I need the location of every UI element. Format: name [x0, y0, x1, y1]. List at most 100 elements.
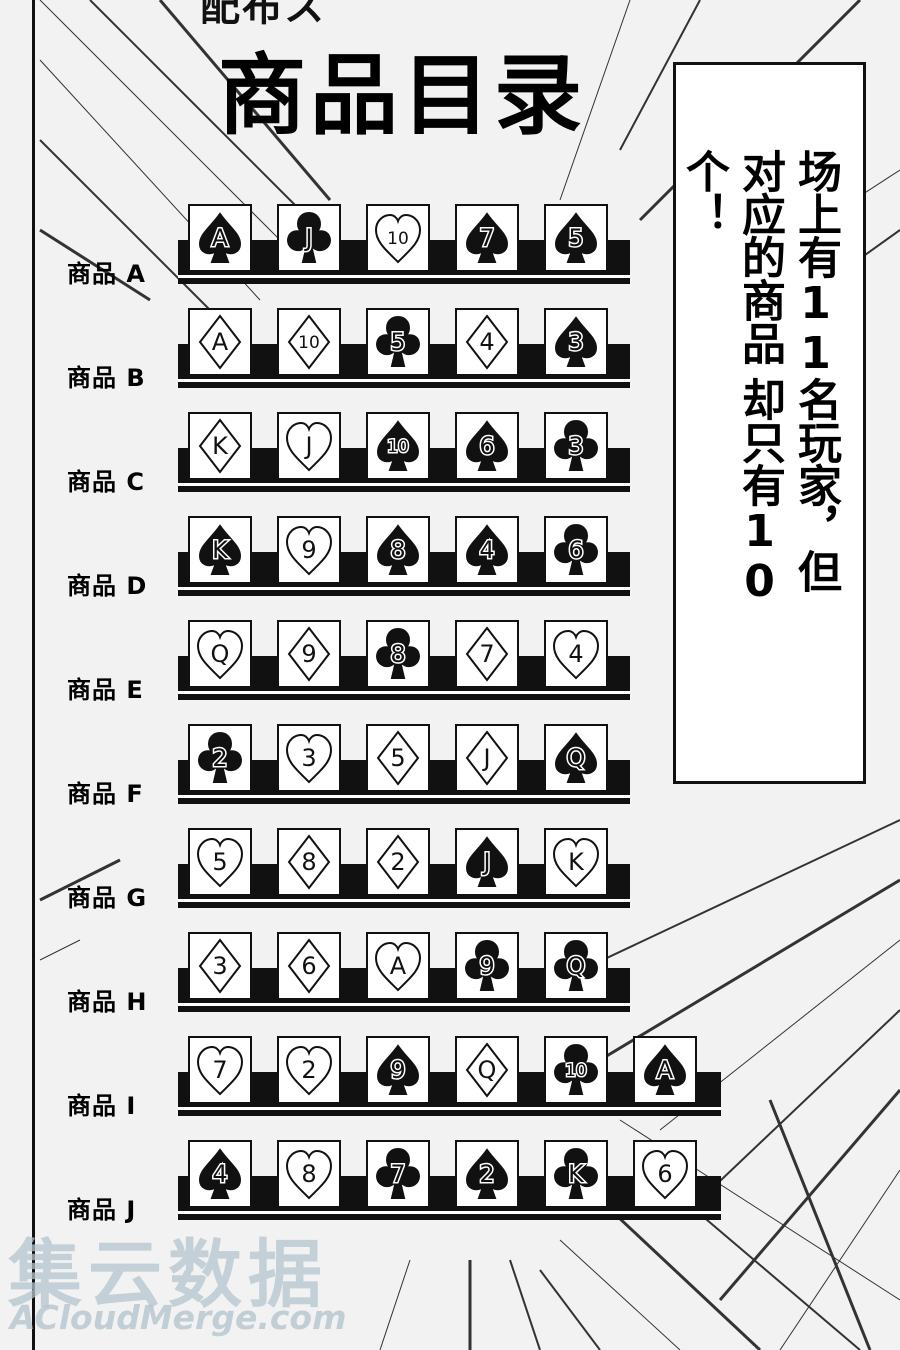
- diamond-icon: 6: [287, 938, 331, 994]
- product-label-e: 商品 E: [67, 676, 144, 704]
- spade-icon: 4: [198, 1148, 242, 1199]
- spade-icon: K: [198, 524, 242, 575]
- diamond-icon: 7: [465, 626, 509, 682]
- diamond-icon: 2: [376, 834, 420, 890]
- playing-card-spade-a: A: [188, 204, 252, 272]
- card-rank: K: [212, 432, 229, 460]
- playing-card-spade-7: 7: [455, 204, 519, 272]
- speed-line: [89, 0, 311, 221]
- callout-line-1: 场上有11: [790, 149, 841, 378]
- club-shape: [464, 939, 510, 991]
- heart-icon: 3: [285, 733, 333, 784]
- playing-card-diamond-5: 5: [366, 724, 430, 792]
- playing-card-spade-3: 3: [544, 308, 608, 376]
- rack-rim: [178, 899, 630, 902]
- heart-icon: J: [285, 421, 333, 472]
- diamond-icon: A: [198, 314, 242, 370]
- heart-icon: A: [374, 941, 422, 992]
- playing-card-heart-5: 5: [188, 828, 252, 896]
- card-rank: 3: [212, 952, 227, 980]
- card-rank: 4: [479, 536, 494, 564]
- spade-shape: [554, 316, 598, 367]
- product-label-j: 商品 J: [67, 1196, 137, 1224]
- club-icon: 2: [197, 731, 243, 783]
- card-rank: J: [303, 224, 312, 252]
- rack-rim: [178, 1107, 721, 1110]
- playing-card-club-6: 6: [544, 516, 608, 584]
- callout-line-4: 却只有10: [734, 377, 785, 606]
- card-rank: 2: [390, 848, 405, 876]
- diamond-icon: 9: [287, 626, 331, 682]
- playing-card-spade-4: 4: [188, 1140, 252, 1208]
- card-rank: J: [481, 744, 490, 772]
- spade-shape: [198, 212, 242, 263]
- spade-icon: J: [465, 836, 509, 887]
- club-icon: 7: [375, 1147, 421, 1199]
- diamond-shape: [287, 938, 331, 994]
- heart-icon: 10: [374, 213, 422, 264]
- card-rank: 6: [568, 536, 583, 564]
- card-rank: 2: [212, 744, 227, 772]
- spade-icon: 4: [465, 524, 509, 575]
- spade-shape: [554, 732, 598, 783]
- card-rank: A: [390, 952, 407, 980]
- card-rank: 9: [390, 1056, 405, 1084]
- diamond-icon: 3: [198, 938, 242, 994]
- diamond-shape: [465, 626, 509, 682]
- diamond-shape: [287, 834, 331, 890]
- playing-card-diamond-2: 2: [366, 828, 430, 896]
- playing-card-club-2: 2: [188, 724, 252, 792]
- spade-shape: [554, 212, 598, 263]
- club-icon: 6: [553, 523, 599, 575]
- heart-shape: [196, 629, 244, 680]
- diamond-icon: 4: [465, 314, 509, 370]
- playing-card-spade-4: 4: [455, 516, 519, 584]
- playing-card-heart-2: 2: [277, 1036, 341, 1104]
- playing-card-heart-a: A: [366, 932, 430, 1000]
- rack-rim: [178, 1211, 721, 1214]
- playing-card-diamond-8: 8: [277, 828, 341, 896]
- heart-icon: 6: [641, 1149, 689, 1200]
- callout-line-3: 对应的商品: [734, 149, 785, 364]
- playing-card-club-j: J: [277, 204, 341, 272]
- card-rank: 7: [479, 640, 494, 668]
- speed-line: [768, 1099, 872, 1350]
- heart-shape: [552, 629, 600, 680]
- card-rank: Q: [567, 744, 586, 772]
- speed-line: [718, 1089, 900, 1301]
- product-label-a: 商品 A: [67, 260, 146, 288]
- heart-icon: 2: [285, 1045, 333, 1096]
- card-rank: 10: [298, 333, 320, 353]
- spade-icon: A: [198, 212, 242, 263]
- cut-off-header-text: 配布ス: [200, 0, 326, 30]
- heart-shape: [641, 1149, 689, 1200]
- card-rank: 3: [568, 328, 583, 356]
- diamond-shape: [465, 730, 509, 786]
- card-rank: 10: [387, 437, 409, 457]
- diamond-shape: [376, 834, 420, 890]
- playing-card-heart-7: 7: [188, 1036, 252, 1104]
- playing-card-club-q: Q: [544, 932, 608, 1000]
- club-shape: [375, 315, 421, 367]
- club-shape: [286, 211, 332, 263]
- speed-line: [509, 1259, 541, 1350]
- card-rank: 3: [301, 744, 316, 772]
- product-label-f: 商品 F: [67, 780, 144, 808]
- playing-card-diamond-j: J: [455, 724, 519, 792]
- playing-card-heart-k: K: [544, 828, 608, 896]
- spade-icon: Q: [554, 732, 598, 783]
- card-rack-i: [178, 1072, 721, 1116]
- card-rank: K: [568, 848, 585, 876]
- heart-shape: [374, 941, 422, 992]
- heart-shape: [285, 525, 333, 576]
- diamond-shape: [198, 314, 242, 370]
- playing-card-spade-10: 10: [366, 412, 430, 480]
- playing-card-club-8: 8: [366, 620, 430, 688]
- panel-border: [32, 0, 35, 1350]
- speed-line: [158, 0, 332, 201]
- rack-rim: [178, 483, 630, 486]
- card-rank: 9: [479, 952, 494, 980]
- playing-card-club-10: 10: [544, 1036, 608, 1104]
- club-shape: [375, 627, 421, 679]
